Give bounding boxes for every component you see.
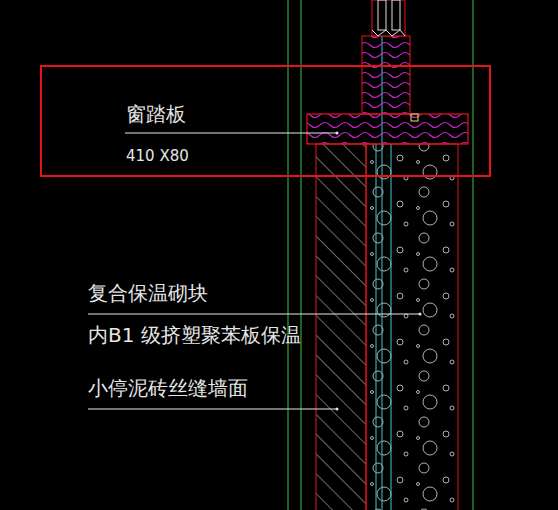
highlight-box: 窗踏板 410 X80 [40,65,491,177]
dimension: 410 X80 [126,148,189,165]
material-note: 内B1 级挤塑聚苯板保温 [88,324,301,346]
material-note: 复合保温砌块 [88,282,208,304]
material-note: 小停泥砖丝缝墙面 [88,377,248,399]
part-name: 窗踏板 [126,103,186,125]
